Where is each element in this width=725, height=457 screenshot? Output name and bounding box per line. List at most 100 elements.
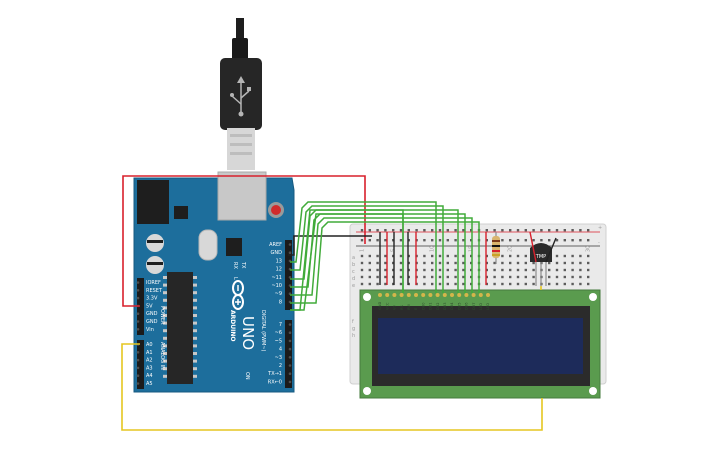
rail-hole[interactable] (516, 229, 520, 232)
rail-hole[interactable] (524, 239, 527, 242)
breadboard-hole[interactable] (524, 282, 527, 286)
breadboard-hole[interactable] (571, 254, 574, 258)
rail-hole[interactable] (368, 229, 371, 232)
breadboard-hole[interactable] (423, 254, 426, 258)
lcd-pin[interactable] (471, 293, 476, 297)
breadboard-hole[interactable] (493, 261, 496, 265)
rail-hole[interactable] (563, 229, 566, 232)
lcd-pin[interactable] (450, 293, 454, 297)
breadboard-hole[interactable] (384, 275, 387, 279)
breadboard-hole[interactable] (548, 275, 551, 279)
breadboard-hole[interactable] (438, 282, 442, 286)
wire-green-data[interactable] (290, 213, 466, 293)
header-pin-hole[interactable] (136, 374, 140, 378)
breadboard-hole[interactable] (462, 282, 465, 286)
breadboard-hole[interactable] (579, 261, 582, 265)
breadboard-hole[interactable] (470, 268, 473, 272)
breadboard-hole[interactable] (516, 282, 520, 286)
breadboard-hole[interactable] (470, 261, 473, 265)
lcd-pin[interactable] (392, 293, 397, 297)
breadboard-hole[interactable] (548, 268, 551, 272)
rail-hole[interactable] (446, 229, 449, 232)
rail-hole[interactable] (423, 239, 426, 242)
rail-hole[interactable] (587, 239, 590, 242)
header-pin-hole[interactable] (288, 276, 292, 279)
lcd-pin[interactable] (406, 293, 411, 297)
rail-hole[interactable] (454, 229, 457, 232)
breadboard-hole[interactable] (524, 268, 527, 272)
breadboard-hole[interactable] (392, 268, 395, 272)
breadboard-hole[interactable] (407, 282, 410, 286)
breadboard-hole[interactable] (368, 254, 371, 258)
breadboard-hole[interactable] (384, 282, 387, 286)
breadboard-hole[interactable] (431, 275, 434, 279)
rail-hole[interactable] (438, 229, 442, 232)
breadboard-hole[interactable] (462, 254, 465, 258)
usb-cable[interactable] (220, 18, 262, 170)
rail-hole[interactable] (532, 229, 535, 232)
breadboard-hole[interactable] (516, 275, 520, 279)
breadboard-hole[interactable] (438, 261, 442, 265)
rail-hole[interactable] (360, 229, 364, 232)
rail-hole[interactable] (548, 229, 551, 232)
breadboard-hole[interactable] (516, 268, 520, 272)
rail-hole[interactable] (532, 239, 535, 242)
rail-hole[interactable] (462, 239, 465, 242)
breadboard-hole[interactable] (431, 254, 434, 258)
breadboard-hole[interactable] (563, 275, 566, 279)
rail-hole[interactable] (509, 239, 512, 242)
breadboard-hole[interactable] (368, 282, 371, 286)
power-pin-header[interactable] (137, 278, 144, 335)
rail-hole[interactable] (431, 239, 434, 242)
breadboard-hole[interactable] (485, 275, 488, 279)
rail-hole[interactable] (470, 229, 473, 232)
breadboard-hole[interactable] (509, 282, 512, 286)
rail-hole[interactable] (579, 239, 582, 242)
breadboard-hole[interactable] (384, 268, 387, 272)
breadboard-hole[interactable] (555, 254, 559, 258)
breadboard-hole[interactable] (563, 268, 566, 272)
breadboard-hole[interactable] (587, 261, 590, 265)
breadboard-hole[interactable] (470, 282, 473, 286)
lcd-pin[interactable] (486, 293, 490, 297)
breadboard-hole[interactable] (501, 254, 504, 258)
rail-hole[interactable] (587, 229, 590, 232)
wire-red-5v[interactable] (122, 175, 366, 307)
breadboard-hole[interactable] (376, 254, 379, 258)
breadboard-hole[interactable] (392, 282, 395, 286)
wire-sensor-vcc[interactable] (529, 231, 537, 263)
breadboard-hole[interactable] (399, 261, 403, 265)
breadboard-hole[interactable] (462, 268, 465, 272)
breadboard-hole[interactable] (376, 261, 379, 265)
wire-green-data[interactable] (290, 209, 459, 293)
arduino-uno-board[interactable]: ARDUINO UNO TX RX L ON POWER ANALOG IN D… (133, 171, 295, 393)
breadboard-hole[interactable] (555, 268, 559, 272)
rail-hole[interactable] (501, 229, 504, 232)
rail-hole[interactable] (415, 229, 418, 232)
breadboard-hole[interactable] (485, 268, 488, 272)
rail-hole[interactable] (376, 239, 379, 242)
wire-green-data[interactable] (290, 217, 473, 296)
header-pin-hole[interactable] (288, 331, 292, 335)
breadboard-hole[interactable] (555, 282, 559, 286)
lcd-pin[interactable] (478, 293, 483, 297)
breadboard-hole[interactable] (524, 254, 527, 258)
breadboard-hole[interactable] (407, 275, 410, 279)
breadboard-hole[interactable] (423, 282, 426, 286)
lcd-pin[interactable] (464, 293, 469, 297)
header-pin-hole[interactable] (288, 364, 292, 367)
lcd-pin[interactable] (414, 293, 418, 297)
breadboard-hole[interactable] (423, 275, 426, 279)
rail-hole[interactable] (540, 239, 543, 242)
breadboard-hole[interactable] (470, 254, 473, 258)
rail-hole[interactable] (555, 239, 559, 242)
rail-hole[interactable] (399, 229, 403, 232)
breadboard-hole[interactable] (571, 261, 574, 265)
breadboard-hole[interactable] (548, 282, 551, 286)
breadboard-hole[interactable] (360, 275, 364, 279)
header-pin-hole[interactable] (136, 281, 140, 284)
breadboard-hole[interactable] (431, 261, 434, 265)
breadboard-hole[interactable] (454, 275, 457, 279)
breadboard-hole[interactable] (587, 282, 590, 286)
